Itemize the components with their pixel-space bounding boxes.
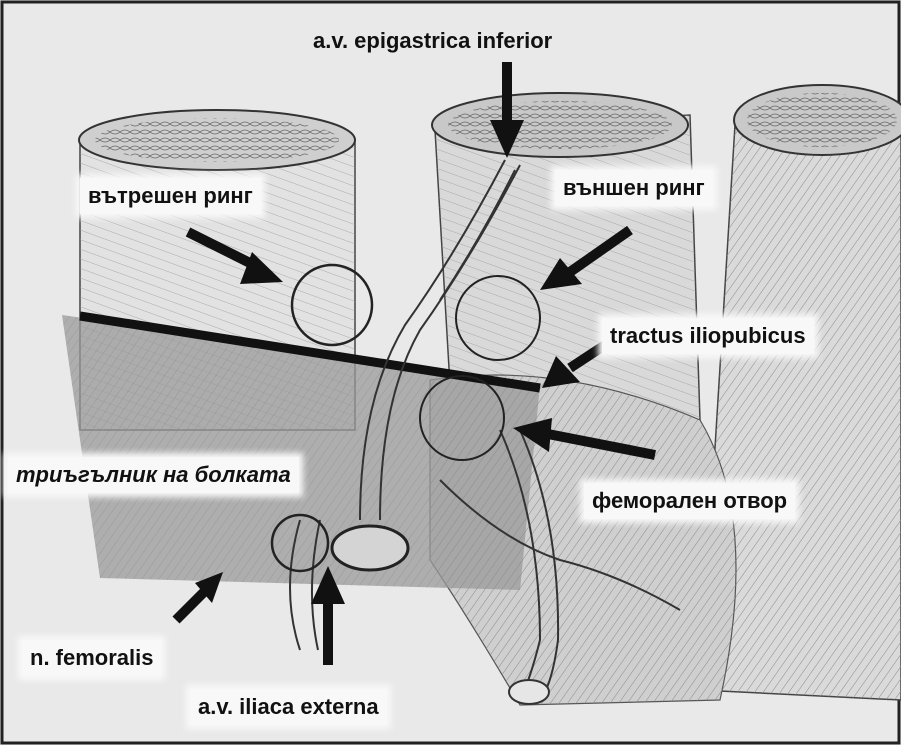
label-external-ring: външен ринг [555,170,713,206]
label-triangle: триъгълник на болката [8,457,299,493]
label-femoralis: n. femoralis [22,640,161,676]
label-tractus: tractus iliopubicus [602,318,814,354]
label-iliaca: a.v. iliaca externa [190,689,387,725]
label-internal-ring: вътрешен ринг [80,178,261,214]
label-femoral-opening: феморален отвор [584,483,795,519]
label-epigastrica: a.v. epigastrica inferior [313,30,552,52]
